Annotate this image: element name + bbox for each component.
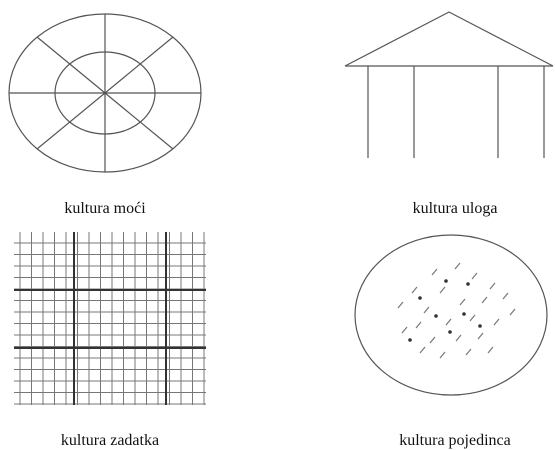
label-person-culture: kultura pojedinca: [380, 432, 530, 450]
